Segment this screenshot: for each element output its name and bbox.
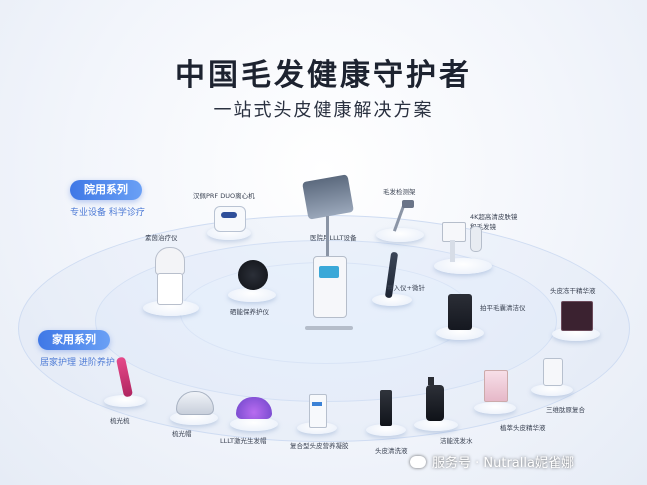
treatment-product	[143, 245, 199, 316]
home-series-badge: 家用系列	[38, 330, 110, 350]
home-cap-product	[170, 385, 218, 425]
tonic-label: 植萃头皮精华液	[500, 424, 546, 432]
home-cap-label: 梳光帽	[172, 430, 192, 438]
page-subtitle: 一站式头皮健康解决方案	[213, 100, 434, 121]
scope-label: 4K超高清皮肤镜 和毛发镜	[470, 213, 518, 231]
chat-icon	[410, 455, 426, 468]
supplement-product	[531, 352, 573, 398]
hospital-series-tagline: 专业设备 科学诊疗	[70, 208, 145, 218]
scalp-freeze-label: 头皮冻干精华液	[550, 287, 596, 295]
serum-label: 复合型头皮营养凝胶	[290, 442, 349, 450]
shampoo-label: 头皮清洗液	[375, 447, 408, 455]
home-series-tagline: 居家护理 进阶养护	[40, 358, 115, 368]
hospital-series-badge: 院用系列	[70, 180, 142, 200]
scalp-freeze-product	[552, 297, 600, 341]
treatment-label: 素茵治疗仪	[145, 234, 178, 242]
serum-product	[297, 392, 337, 442]
tonic-product	[474, 368, 516, 418]
wash-product	[414, 375, 458, 435]
care-device-product	[228, 258, 276, 302]
hair-stand-product	[376, 198, 424, 242]
watermark: 服务号 · Nutralla妮雀娜	[410, 452, 574, 471]
cleaner-label: 拍平毛囊清洁仪	[480, 304, 526, 312]
watermark-text: 服务号 · Nutralla妮雀娜	[432, 456, 574, 471]
centrifuge-product	[207, 204, 251, 240]
hair-stand-label: 毛发检测架	[383, 188, 416, 196]
page-title: 中国毛发健康守护者	[175, 58, 472, 93]
lllt-hospital-label: 医院用LLLT设备	[310, 234, 357, 242]
centrifuge-label: 汉佩PRF DUO离心机	[193, 192, 255, 200]
care-device-label: 硒能保养护仪	[230, 308, 269, 316]
injector-label: 导入仪+微针	[387, 284, 425, 292]
lllt-helmet-product	[230, 393, 278, 433]
comb-label: 梳光梳	[110, 417, 130, 425]
lllt-hospital-product	[295, 174, 365, 353]
supplement-label: 三维肽原复合	[546, 406, 585, 414]
scope-product	[434, 212, 492, 274]
injector-product	[372, 250, 412, 310]
comb-product	[104, 355, 146, 409]
lllt-helmet-label: LLLT激光生发帽	[220, 437, 267, 445]
cleaner-product	[436, 292, 484, 340]
shampoo-product	[366, 388, 406, 442]
wash-label: 洁能洗发水	[440, 437, 473, 445]
